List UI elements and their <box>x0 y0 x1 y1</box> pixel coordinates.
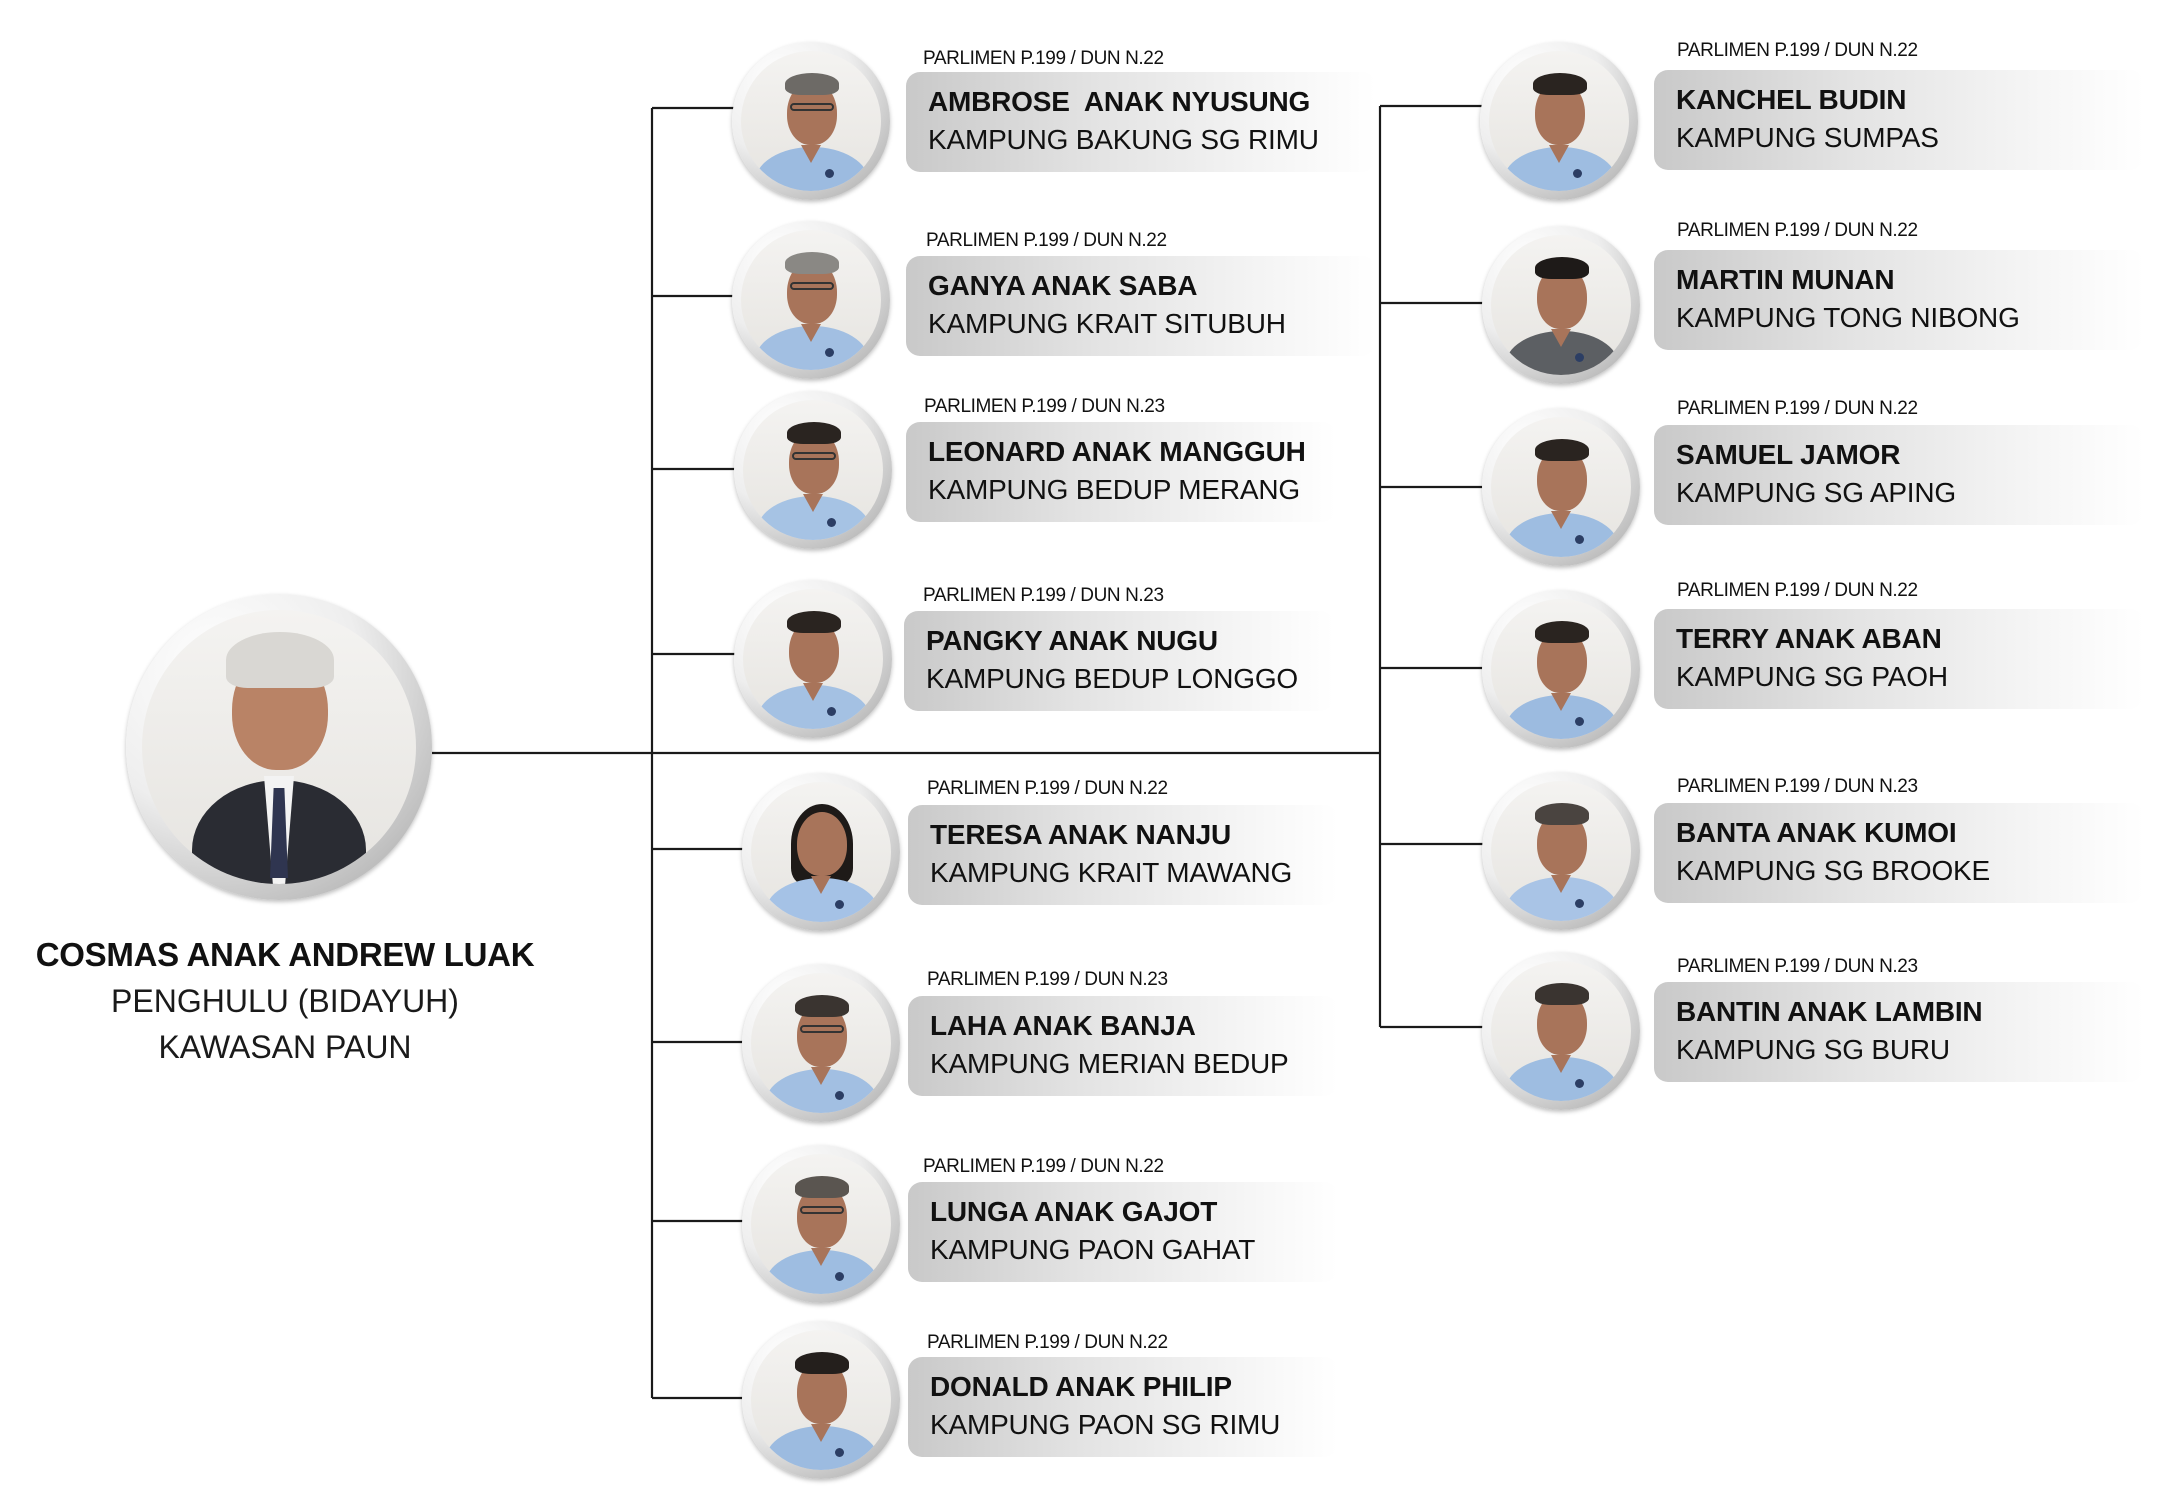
member-photo <box>742 1321 900 1479</box>
member-name: AMBROSE ANAK NYUSUNG <box>928 86 1311 117</box>
leader-title: PENGHULU (BIDAYUH) <box>111 983 459 1019</box>
member-photo <box>1482 952 1640 1110</box>
member-village: KAMPUNG TONG NIBONG <box>1676 302 2020 333</box>
member-card: DONALD ANAK PHILIP KAMPUNG PAON SG RIMU <box>908 1357 1338 1457</box>
member-card: BANTIN ANAK LAMBIN KAMPUNG SG BURU <box>1654 982 2144 1082</box>
member-photo <box>732 42 890 200</box>
member-constituency: PARLIMEN P.199 / DUN N.23 <box>1677 776 1918 797</box>
member-constituency: PARLIMEN P.199 / DUN N.22 <box>927 778 1168 799</box>
member-card: LEONARD ANAK MANGGUH KAMPUNG BEDUP MERANG <box>906 422 1336 522</box>
member-name: LAHA ANAK BANJA <box>930 1010 1196 1041</box>
member-card: LUNGA ANAK GAJOT KAMPUNG PAON GAHAT <box>908 1182 1338 1282</box>
member-card: LAHA ANAK BANJA KAMPUNG MERIAN BEDUP <box>908 996 1338 1096</box>
member-name: BANTA ANAK KUMOI <box>1676 817 1957 848</box>
member-photo <box>1482 772 1640 930</box>
member-constituency: PARLIMEN P.199 / DUN N.23 <box>1677 956 1918 977</box>
leader-area: KAWASAN PAUN <box>158 1029 412 1065</box>
member-village: KAMPUNG SG APING <box>1676 477 1956 508</box>
member-card: TERESA ANAK NANJU KAMPUNG KRAIT MAWANG <box>908 805 1338 905</box>
member-village: KAMPUNG BAKUNG SG RIMU <box>928 124 1319 155</box>
member-photo <box>734 580 892 738</box>
member-name: PANGKY ANAK NUGU <box>926 625 1218 656</box>
member-village: KAMPUNG KRAIT SITUBUH <box>928 308 1286 339</box>
member-constituency: PARLIMEN P.199 / DUN N.22 <box>923 48 1164 69</box>
member-name: TERESA ANAK NANJU <box>930 819 1231 850</box>
member-village: KAMPUNG SG BROOKE <box>1676 855 1990 886</box>
member-photo <box>734 391 892 549</box>
member-village: KAMPUNG PAON GAHAT <box>930 1234 1256 1265</box>
member-photo <box>1482 226 1640 384</box>
member-village: KAMPUNG BEDUP LONGGO <box>926 663 1299 694</box>
member-photo <box>1482 590 1640 748</box>
member-name: MARTIN MUNAN <box>1676 264 1895 295</box>
member-card: KANCHEL BUDIN KAMPUNG SUMPAS <box>1654 70 2144 170</box>
member-name: DONALD ANAK PHILIP <box>930 1371 1232 1402</box>
leader-photo <box>126 594 432 900</box>
member-card: PANGKY ANAK NUGU KAMPUNG BEDUP LONGGO <box>904 611 1334 711</box>
member-card: SAMUEL JAMOR KAMPUNG SG APING <box>1654 425 2144 525</box>
member-photo <box>742 964 900 1122</box>
member-constituency: PARLIMEN P.199 / DUN N.23 <box>924 396 1165 417</box>
member-constituency: PARLIMEN P.199 / DUN N.22 <box>926 230 1167 251</box>
member-village: KAMPUNG MERIAN BEDUP <box>930 1048 1289 1079</box>
member-card: BANTA ANAK KUMOI KAMPUNG SG BROOKE <box>1654 803 2144 903</box>
member-constituency: PARLIMEN P.199 / DUN N.22 <box>1677 398 1918 419</box>
member-constituency: PARLIMEN P.199 / DUN N.22 <box>927 1332 1168 1353</box>
member-name: GANYA ANAK SABA <box>928 270 1198 301</box>
member-name: LUNGA ANAK GAJOT <box>930 1196 1218 1227</box>
member-card: GANYA ANAK SABA KAMPUNG KRAIT SITUBUH <box>906 256 1376 356</box>
member-name: SAMUEL JAMOR <box>1676 439 1901 470</box>
member-village: KAMPUNG BEDUP MERANG <box>928 474 1300 505</box>
member-constituency: PARLIMEN P.199 / DUN N.22 <box>1677 40 1918 61</box>
member-constituency: PARLIMEN P.199 / DUN N.23 <box>923 585 1164 606</box>
member-village: KAMPUNG PAON SG RIMU <box>930 1409 1281 1440</box>
member-village: KAMPUNG SG BURU <box>1676 1034 1950 1065</box>
member-photo <box>732 221 890 379</box>
member-village: KAMPUNG SG PAOH <box>1676 661 1948 692</box>
member-photo <box>1480 42 1638 200</box>
member-card: AMBROSE ANAK NYUSUNG KAMPUNG BAKUNG SG RI… <box>906 72 1376 172</box>
member-photo <box>742 1145 900 1303</box>
leader-name: COSMAS ANAK ANDREW LUAK <box>35 936 535 973</box>
member-constituency: PARLIMEN P.199 / DUN N.23 <box>927 969 1168 990</box>
member-name: LEONARD ANAK MANGGUH <box>928 436 1306 467</box>
member-village: KAMPUNG KRAIT MAWANG <box>930 857 1293 888</box>
member-name: KANCHEL BUDIN <box>1676 84 1907 115</box>
member-constituency: PARLIMEN P.199 / DUN N.22 <box>923 1156 1164 1177</box>
member-photo <box>742 773 900 931</box>
member-village: KAMPUNG SUMPAS <box>1676 122 1939 153</box>
member-constituency: PARLIMEN P.199 / DUN N.22 <box>1677 220 1918 241</box>
member-name: TERRY ANAK ABAN <box>1676 623 1942 654</box>
member-card: TERRY ANAK ABAN KAMPUNG SG PAOH <box>1654 609 2144 709</box>
member-name: BANTIN ANAK LAMBIN <box>1676 996 1983 1027</box>
member-photo <box>1482 408 1640 566</box>
member-constituency: PARLIMEN P.199 / DUN N.22 <box>1677 580 1918 601</box>
member-card: MARTIN MUNAN KAMPUNG TONG NIBONG <box>1654 250 2144 350</box>
